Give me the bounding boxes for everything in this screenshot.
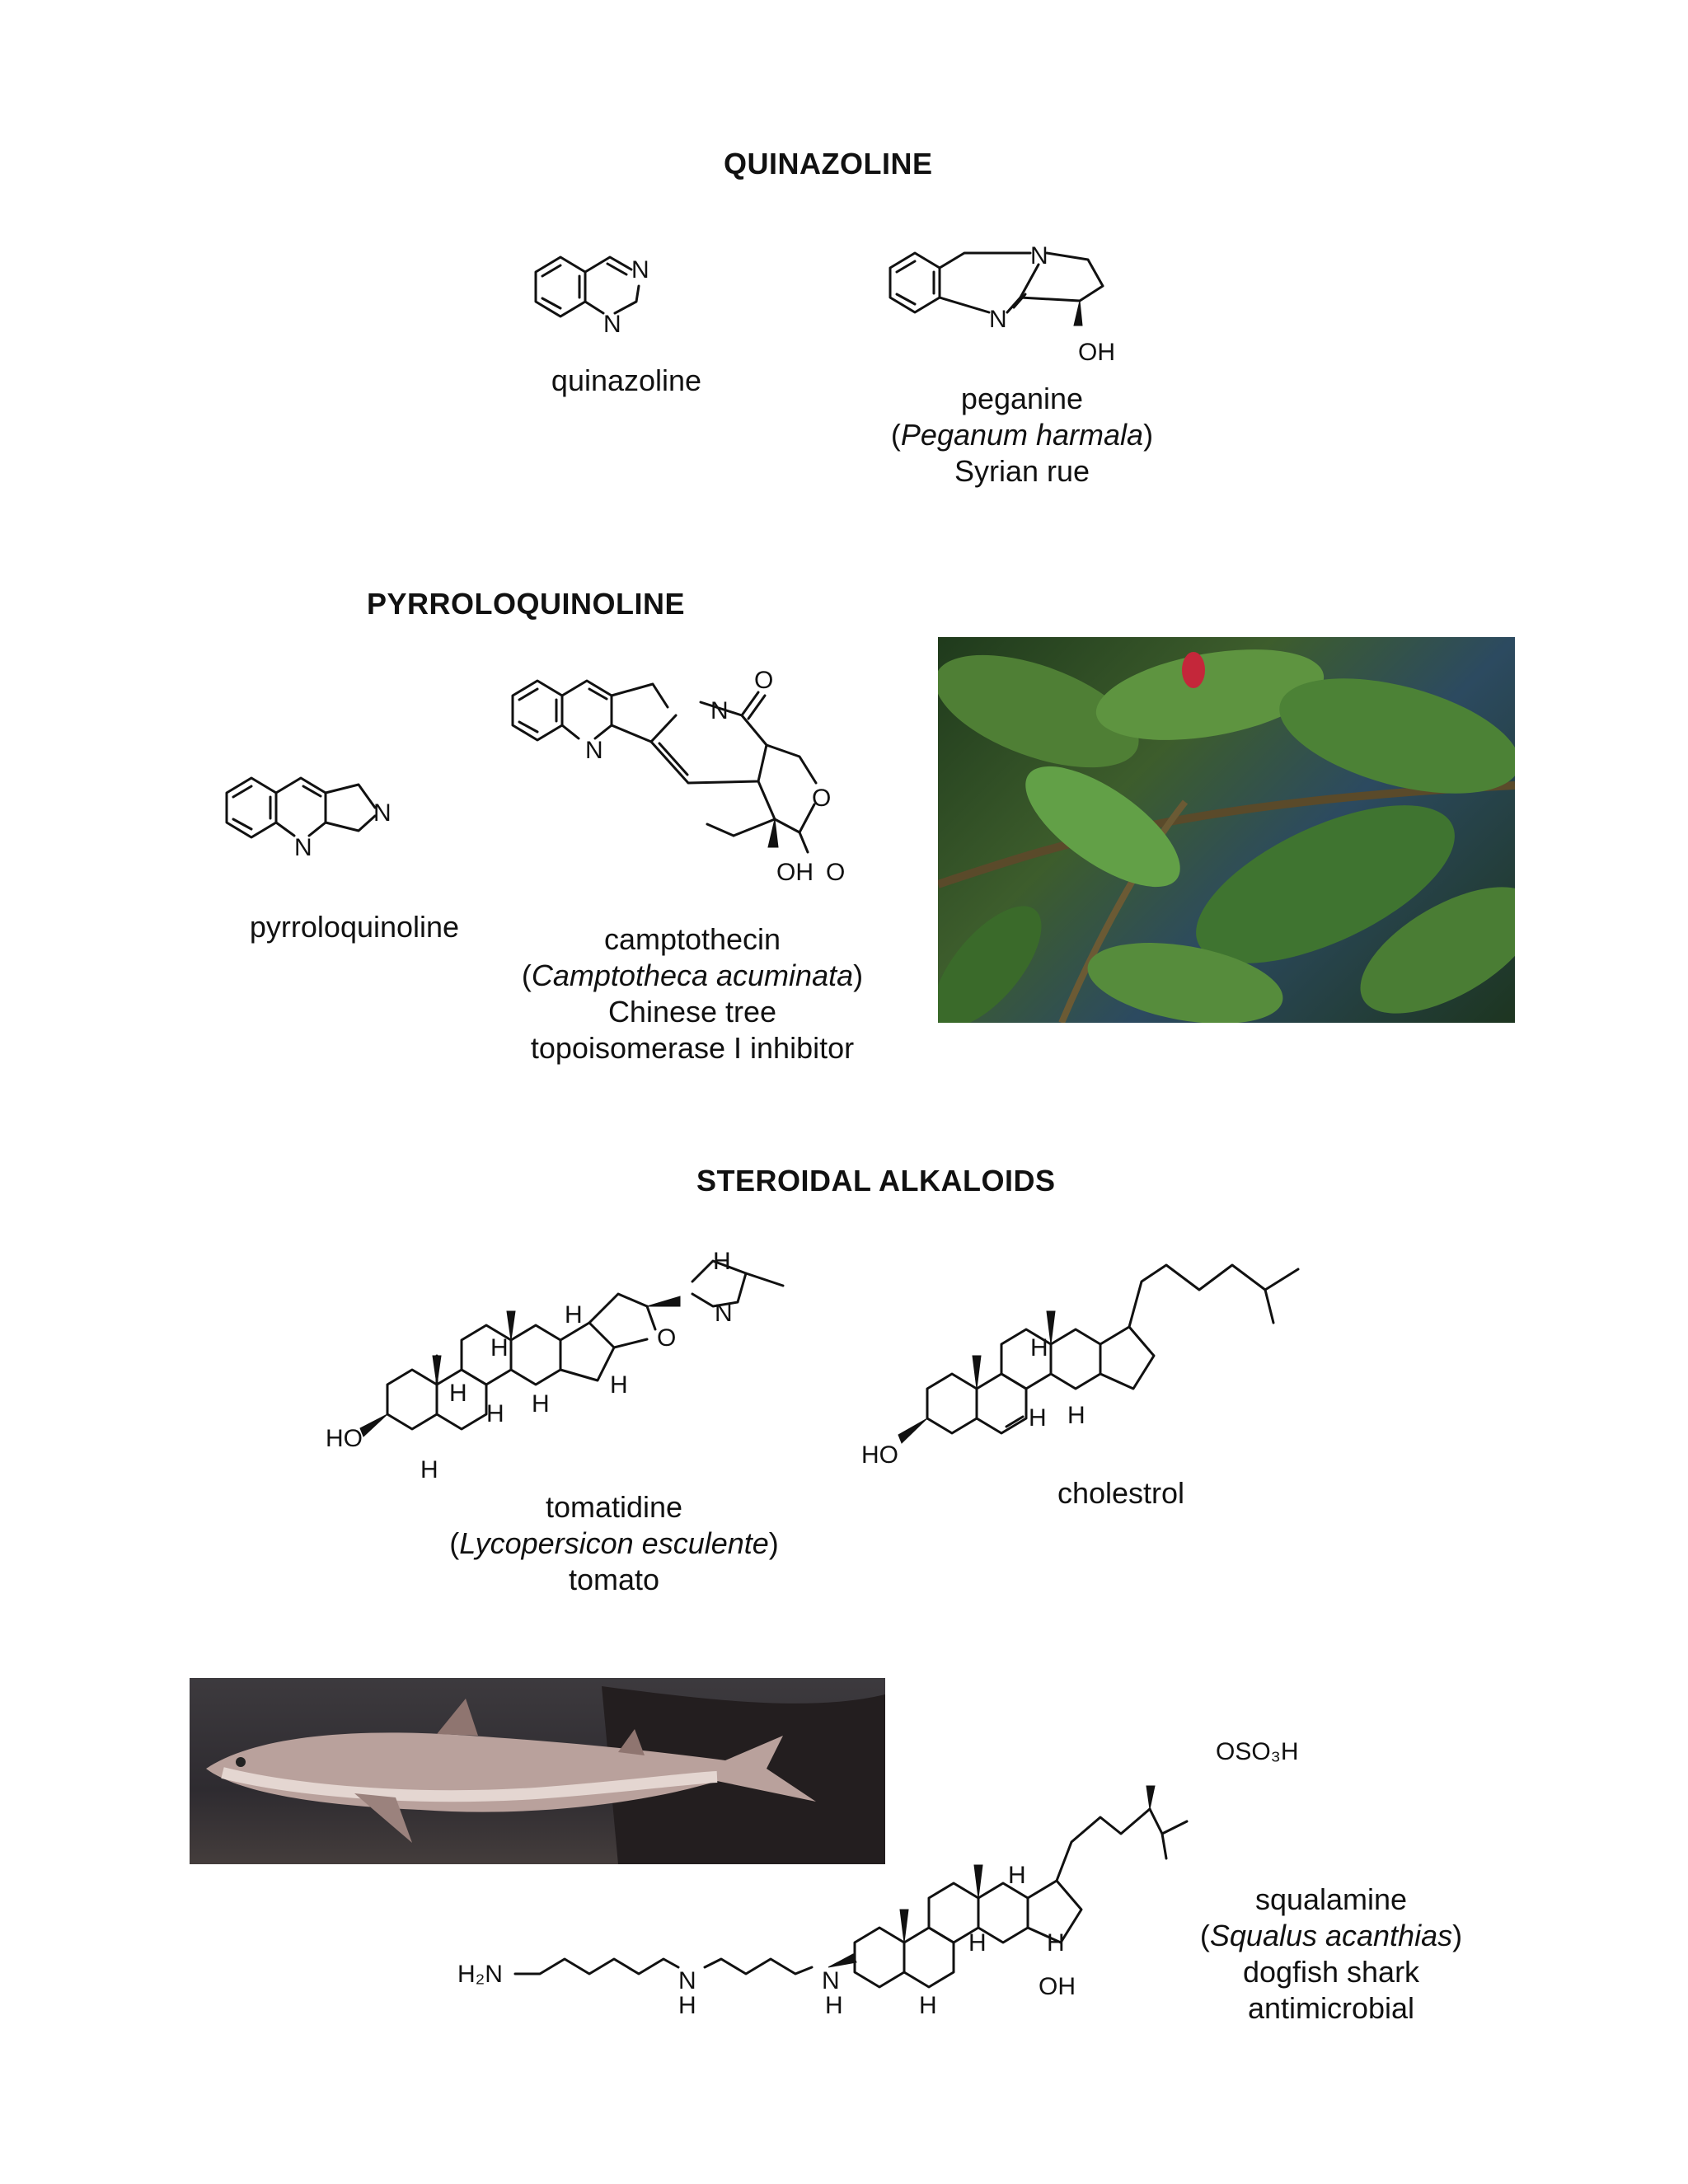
atom-label: OH (776, 859, 814, 886)
paren: ) (768, 1526, 779, 1560)
shark-illustration (206, 1686, 885, 1864)
tomatidine-structure: HO H H H H H H H O N H (326, 1248, 785, 1483)
paren: ) (853, 958, 864, 992)
caption-line: (Squalus acanthias) (1150, 1918, 1512, 1954)
atom-label: N (989, 306, 1007, 333)
atom-label: N (373, 799, 392, 827)
caption-camptothecin: camptothecin (Camptotheca acuminata) Chi… (495, 921, 890, 1066)
section-heading-quinazoline: QUINAZOLINE (724, 147, 933, 180)
atom-label: H (490, 1334, 509, 1361)
caption-line: (Camptotheca acuminata) (495, 958, 890, 994)
species-name: Peganum harmala (900, 418, 1144, 452)
caption-line: Chinese tree (607, 995, 777, 1029)
cholestrol-structure: HO H H H (861, 1263, 1300, 1469)
atom-label: N (710, 697, 729, 724)
atom-label: N (1030, 242, 1048, 269)
atom-label: N (585, 737, 603, 764)
atom-label: H (532, 1390, 550, 1418)
section-heading-steroidal-alkaloids: STEROIDAL ALKALOIDS (696, 1164, 1056, 1197)
atom-label: O (826, 859, 845, 886)
caption-tomatidine: tomatidine (Lycopersicon esculente) toma… (429, 1489, 799, 1598)
atom-label: OH (1039, 1973, 1076, 2000)
atom-label: OH (1078, 339, 1115, 366)
atom-label: N (631, 256, 649, 284)
paren: ( (890, 418, 901, 452)
caption-line: quinazoline (551, 363, 702, 397)
caption-line: squalamine (1254, 1882, 1408, 1916)
atom-label: H (610, 1371, 628, 1399)
quinazoline-structure: N N (534, 255, 649, 338)
caption-line: (Peganum harmala) (849, 417, 1195, 453)
caption-line: tomatidine (545, 1490, 683, 1524)
atom-label: H (713, 1248, 731, 1275)
atom-label: O (754, 667, 773, 694)
caption-quinazoline: quinazoline (528, 363, 725, 399)
caption-line: dogfish shark (1242, 1955, 1420, 1989)
atom-label: N (294, 834, 312, 861)
leaves-photo (938, 637, 1515, 1023)
caption-line: antimicrobial (1247, 1991, 1415, 2025)
atom-label: H (1008, 1862, 1026, 1889)
caption-peganine: peganine (Peganum harmala) Syrian rue (849, 381, 1195, 490)
section-heading-pyrroloquinoline: PYRROLOQUINOLINE (367, 587, 686, 621)
atom-label: HO (861, 1441, 898, 1469)
atom-label: H (968, 1929, 987, 1957)
atom-label: H (1067, 1402, 1085, 1429)
atom-label: HO (326, 1425, 363, 1452)
paren: ( (521, 958, 532, 992)
atom-label: H (420, 1456, 438, 1483)
paren: ) (1143, 418, 1154, 452)
caption-cholestrol: cholestrol (1006, 1475, 1236, 1511)
atom-label: N (678, 1967, 696, 1994)
caption-line: topoisomerase I inhibitor (530, 1031, 855, 1065)
atom-label: N (715, 1300, 733, 1327)
pyrroloquinoline-structure: N N (225, 776, 392, 861)
atom-label: H (565, 1301, 583, 1329)
caption-line: pyrroloquinoline (249, 910, 460, 944)
paren: ( (1199, 1919, 1210, 1952)
atom-label: H₂N (457, 1961, 503, 1988)
squalamine-structure: H₂N N H N H H H H H OH OSO₃H (457, 1738, 1299, 2019)
atom-label: H (825, 1992, 843, 2019)
atom-label: OSO₃H (1216, 1738, 1299, 1765)
peganine-structure: N N OH (889, 242, 1115, 366)
paren: ( (449, 1526, 460, 1560)
species-name: Camptotheca acuminata (531, 958, 854, 992)
species-name: Lycopersicon esculente (459, 1526, 769, 1560)
atom-label: N (603, 311, 621, 338)
caption-line: tomato (568, 1563, 660, 1596)
caption-pyrroloquinoline: pyrroloquinoline (218, 909, 490, 945)
atom-label: N (822, 1967, 840, 1994)
atom-label: H (678, 1992, 696, 2019)
leaves-illustration (938, 649, 1515, 1023)
atom-label: H (1029, 1404, 1047, 1432)
species-name: Squalus acanthias (1209, 1919, 1453, 1952)
caption-line: camptothecin (603, 922, 781, 956)
atom-label: H (1047, 1929, 1065, 1957)
atom-label: H (486, 1400, 504, 1427)
caption-line: (Lycopersicon esculente) (429, 1526, 799, 1562)
caption-line: cholestrol (1057, 1476, 1185, 1510)
atom-label: H (449, 1380, 467, 1407)
camptothecin-structure: O N N O OH O (511, 667, 845, 886)
caption-squalamine: squalamine (Squalus acanthias) dogfish s… (1150, 1882, 1512, 2027)
atom-label: H (1030, 1334, 1048, 1361)
caption-line: peganine (960, 382, 1084, 415)
shark-photo (190, 1678, 885, 1864)
atom-label: O (812, 785, 831, 812)
caption-line: Syrian rue (954, 454, 1090, 488)
atom-label: O (657, 1324, 676, 1352)
atom-label: H (919, 1992, 937, 2019)
paren: ) (1452, 1919, 1463, 1952)
